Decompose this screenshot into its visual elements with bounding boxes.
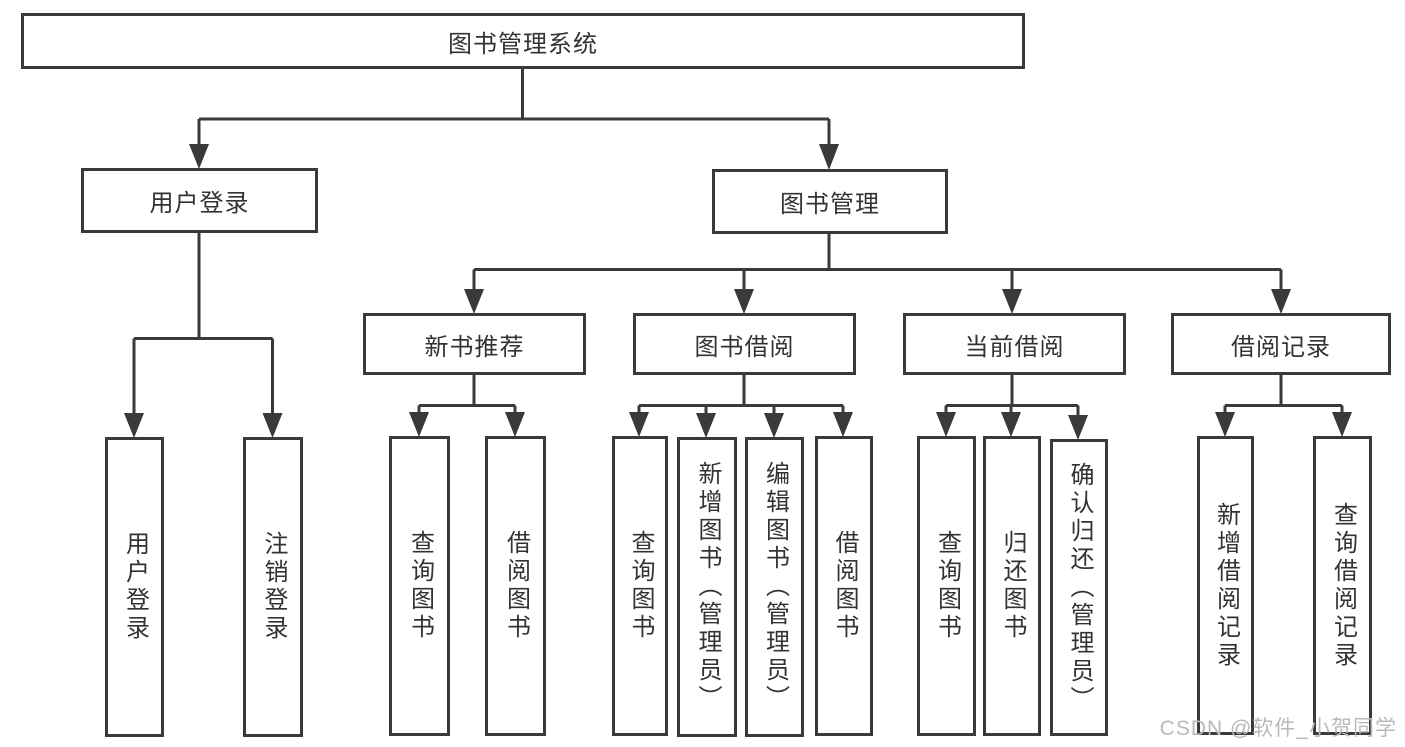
leaf-confirm-return-admin: 确认归还（管理员） xyxy=(1050,439,1108,736)
leaf-borrow-book: 借阅图书 xyxy=(815,436,873,736)
node-label: 借阅记录 xyxy=(1231,333,1331,361)
leaf-query-book: 查询图书 xyxy=(389,436,450,736)
node-book-management: 图书管理 xyxy=(712,169,948,234)
node-user-login: 用户登录 xyxy=(81,168,318,233)
leaf-query-book: 查询图书 xyxy=(917,436,976,736)
node-label: 当前借阅 xyxy=(964,333,1065,361)
leaf-label: 查询图书 xyxy=(627,530,654,642)
leaf-label: 注销登录 xyxy=(260,531,287,643)
leaf-label: 查询借阅记录 xyxy=(1329,501,1357,670)
node-label: 图书管理 xyxy=(780,191,880,218)
leaf-label: 借阅图书 xyxy=(502,530,530,642)
leaf-label: 借阅图书 xyxy=(831,530,858,642)
leaf-edit-book-admin: 编辑图书（管理员） xyxy=(745,437,804,737)
node-book-borrow: 图书借阅 xyxy=(633,313,856,375)
leaf-user-login: 用户登录 xyxy=(105,437,164,737)
node-new-book-recommend: 新书推荐 xyxy=(363,313,586,375)
leaf-label: 归还图书 xyxy=(999,530,1026,642)
node-label: 新书推荐 xyxy=(424,333,525,361)
leaf-add-book-admin: 新增图书（管理员） xyxy=(677,437,737,737)
node-label: 用户登录 xyxy=(149,190,250,217)
leaf-logout: 注销登录 xyxy=(243,437,303,737)
node-library-management-system: 图书管理系统 xyxy=(21,13,1025,69)
leaf-label: 确认归还（管理员） xyxy=(1066,461,1093,714)
leaf-label: 查询图书 xyxy=(406,530,434,642)
leaf-return-book: 归还图书 xyxy=(983,436,1041,736)
leaf-query-book: 查询图书 xyxy=(612,436,668,736)
node-label: 图书管理系统 xyxy=(448,30,598,58)
leaf-query-borrow-record: 查询借阅记录 xyxy=(1313,436,1372,735)
node-current-borrow: 当前借阅 xyxy=(903,313,1126,375)
watermark: CSDN @软件_小贺同学 xyxy=(1159,717,1397,740)
leaf-label: 新增借阅记录 xyxy=(1212,501,1240,670)
leaf-label: 编辑图书（管理员） xyxy=(761,461,789,713)
leaf-label: 新增图书（管理员） xyxy=(694,461,721,713)
leaf-add-borrow-record: 新增借阅记录 xyxy=(1197,436,1254,735)
leaf-label: 用户登录 xyxy=(121,531,149,643)
node-label: 图书借阅 xyxy=(694,333,795,361)
leaf-label: 查询图书 xyxy=(933,530,961,642)
node-borrow-records: 借阅记录 xyxy=(1171,313,1391,375)
leaf-borrow-book: 借阅图书 xyxy=(485,436,546,736)
